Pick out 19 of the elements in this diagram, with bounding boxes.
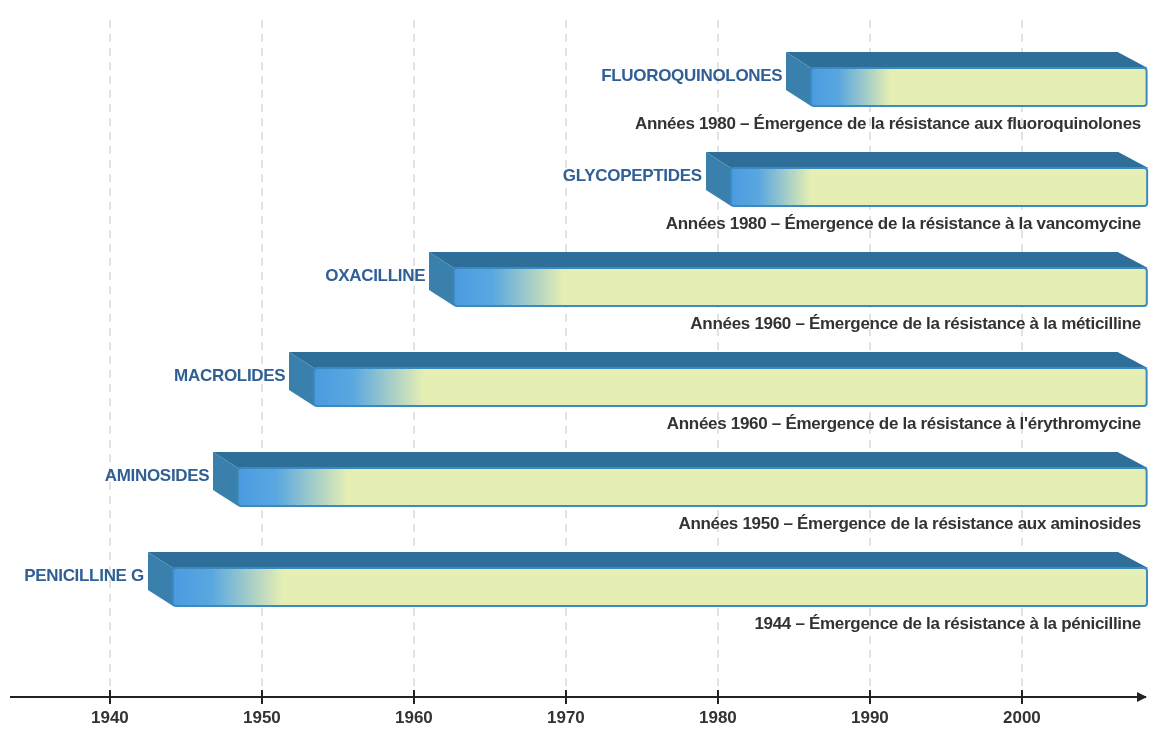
year-label: 1990 bbox=[851, 708, 889, 728]
drug-class-label: PENICILLINE G bbox=[24, 566, 144, 586]
drug-class-label: MACROLIDES bbox=[174, 366, 286, 386]
drug-class-label: AMINOSIDES bbox=[104, 466, 210, 486]
resistance-note: Années 1960 – Émergence de la résistance à la méticilline bbox=[690, 314, 1141, 334]
drug-class-label: OXACILLINE bbox=[325, 266, 426, 286]
resistance-note: 1944 – Émergence de la résistance à la pénicilline bbox=[754, 614, 1141, 634]
year-label: 1970 bbox=[547, 708, 585, 728]
drug-class-label: GLYCOPEPTIDES bbox=[562, 166, 702, 186]
year-label: 1960 bbox=[395, 708, 433, 728]
resistance-note: Années 1950 – Émergence de la résistance aux aminosides bbox=[678, 514, 1141, 534]
drug-class-label: FLUOROQUINOLONES bbox=[601, 66, 783, 86]
year-label: 2000 bbox=[1003, 708, 1041, 728]
resistance-note: Années 1960 – Émergence de la résistance à l'érythromycine bbox=[666, 414, 1141, 434]
year-label: 1950 bbox=[243, 708, 281, 728]
resistance-note: Années 1980 – Émergence de la résistance à la vancomycine bbox=[665, 214, 1141, 234]
year-label: 1980 bbox=[699, 708, 737, 728]
year-label: 1940 bbox=[91, 708, 129, 728]
resistance-note: Années 1980 – Émergence de la résistance aux fluoroquinolones bbox=[634, 114, 1141, 134]
